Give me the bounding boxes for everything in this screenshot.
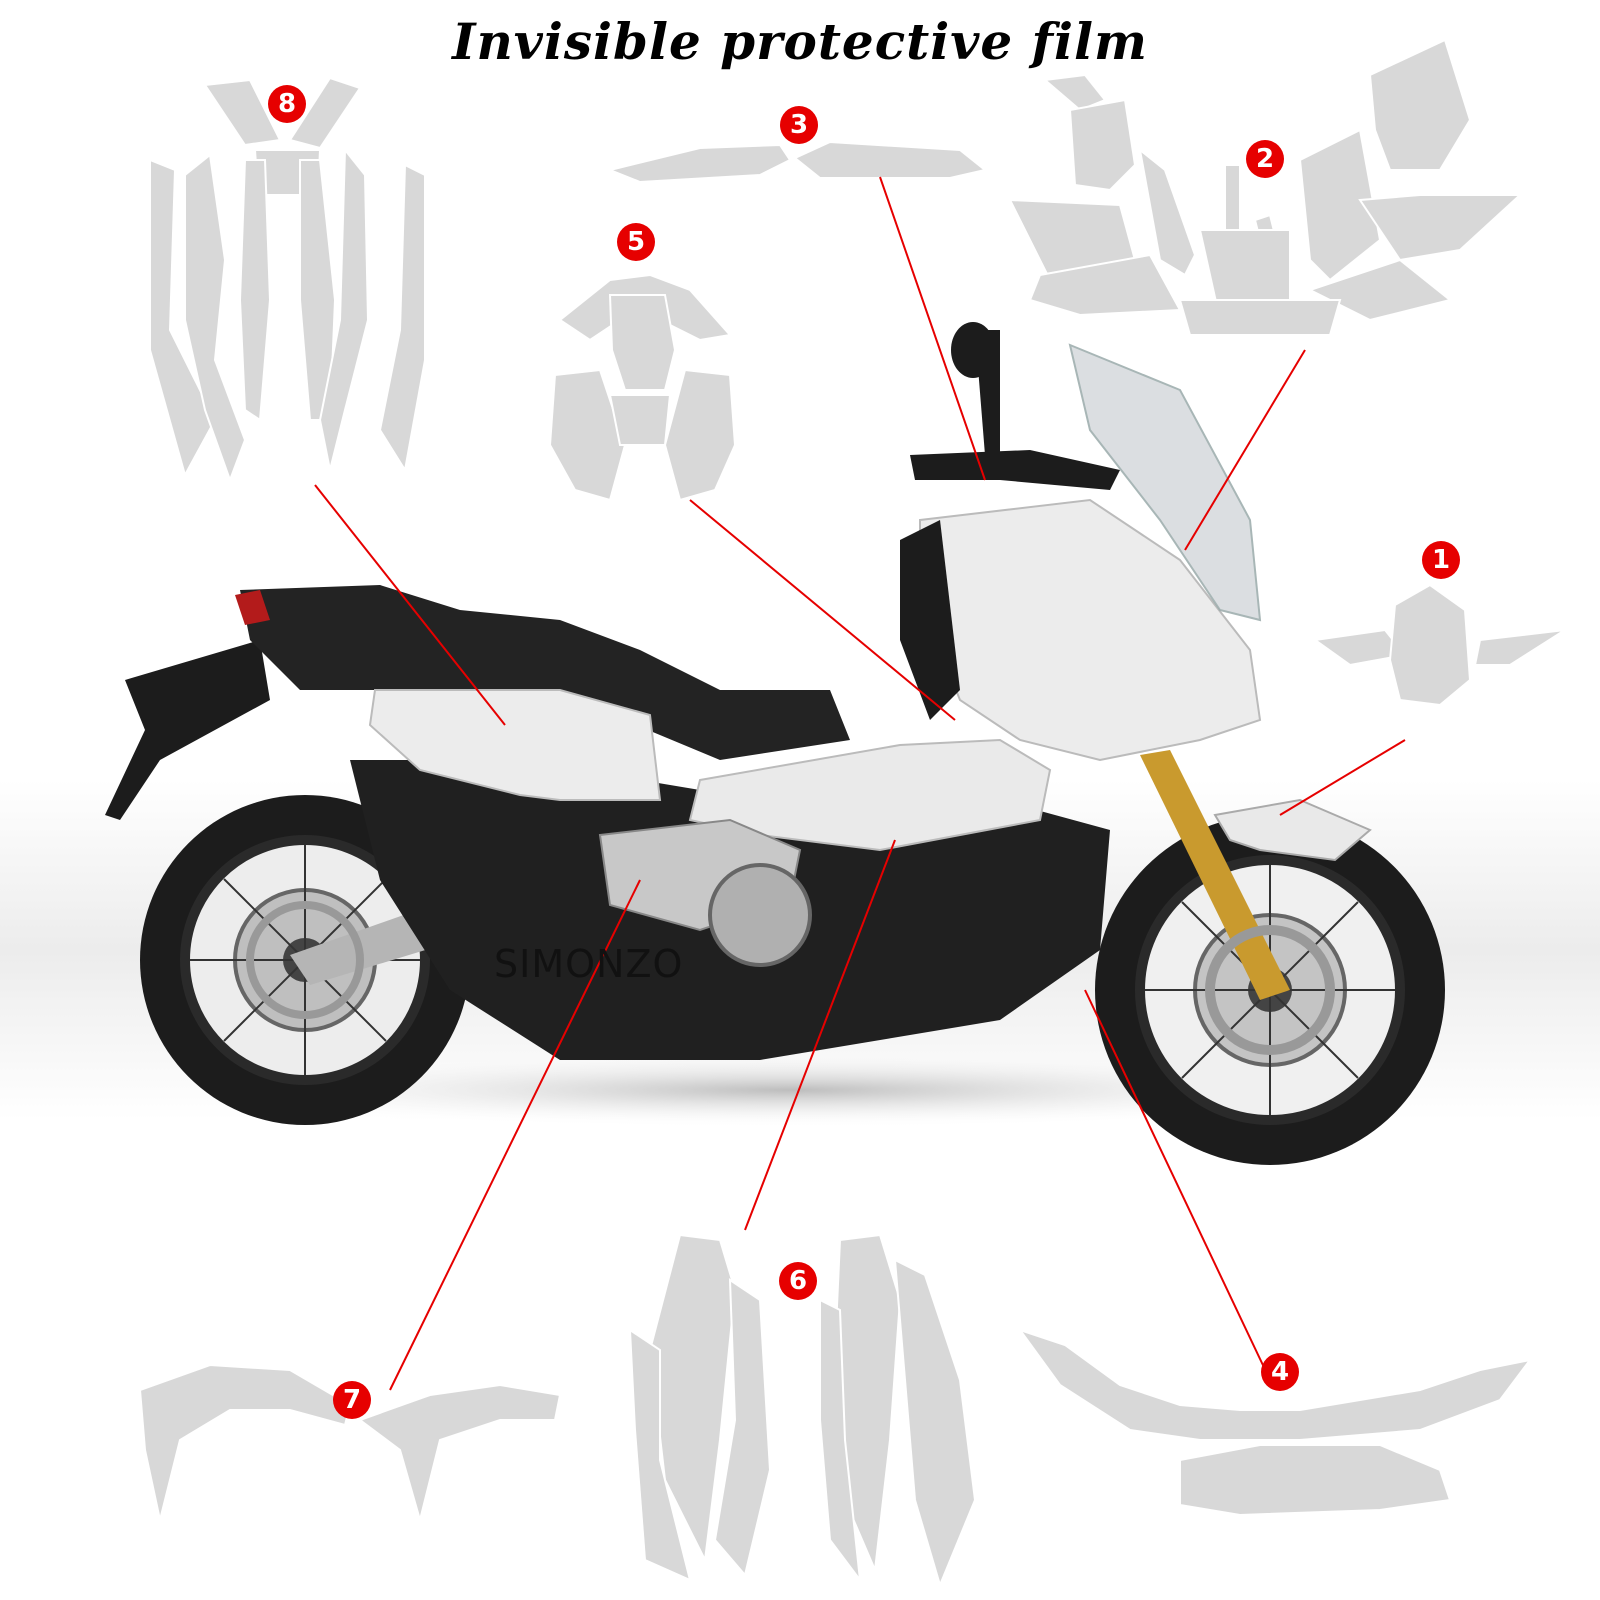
film-piece-7 <box>138 1363 562 1524</box>
label-badge-6: 6 <box>779 1262 817 1300</box>
page-title: Invisible protective film <box>452 12 1148 71</box>
label-badge-5: 5 <box>617 223 655 261</box>
label-badge-4: 4 <box>1261 1353 1299 1391</box>
leader-line-5 <box>689 499 956 721</box>
film-piece-1 <box>1312 583 1566 707</box>
bike-shadow <box>150 1052 1430 1128</box>
leader-line-4 <box>1084 989 1271 1381</box>
label-badge-3: 3 <box>780 106 818 144</box>
film-piece-2 <box>1008 38 1523 336</box>
leader-line-7 <box>389 879 641 1391</box>
film-piece-4 <box>1017 1328 1533 1517</box>
film-piece-8 <box>149 76 426 483</box>
film-piece-6 <box>628 1233 977 1589</box>
leader-line-6 <box>744 839 896 1231</box>
leader-line-3 <box>879 176 986 481</box>
label-badge-1: 1 <box>1422 541 1460 579</box>
leader-line-2 <box>1184 349 1306 551</box>
label-badge-2: 2 <box>1246 140 1284 178</box>
film-piece-3 <box>606 140 988 184</box>
leader-line-1 <box>1279 739 1406 816</box>
label-badge-7: 7 <box>333 1381 371 1419</box>
label-badge-8: 8 <box>268 85 306 123</box>
film-piece-5 <box>548 273 737 502</box>
leader-line-8 <box>314 484 506 726</box>
motorcycle <box>105 322 1445 1165</box>
watermark-text: SIMONZO <box>494 942 684 986</box>
